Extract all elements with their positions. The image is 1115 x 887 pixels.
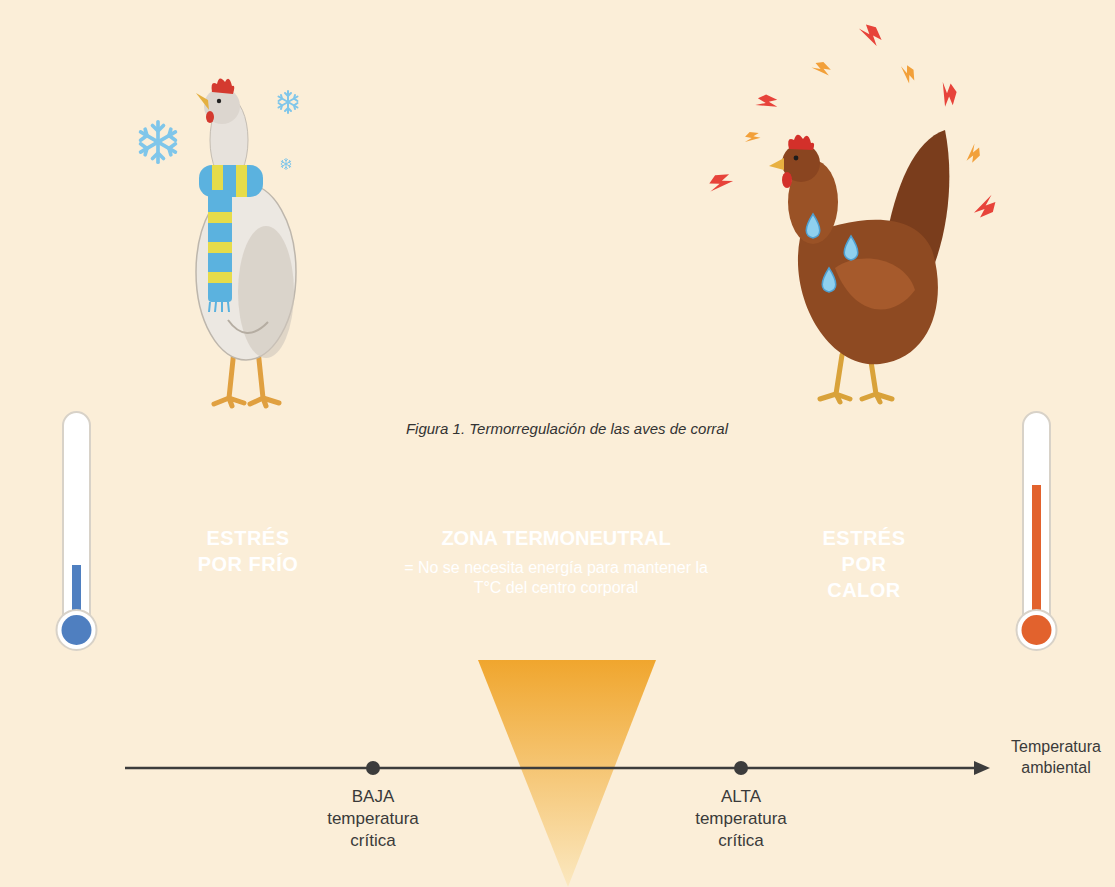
cylinder-top xyxy=(739,359,989,413)
cold-hen xyxy=(196,78,296,406)
stress-label: ESTRÉS POR CALOR xyxy=(809,525,919,603)
snowflake xyxy=(279,91,298,113)
light-swath xyxy=(380,0,720,887)
stress-label: ESTRÉS POR FRÍO xyxy=(193,525,303,577)
axis-title: Temperatura ambiental xyxy=(1004,736,1108,778)
critical-point xyxy=(366,761,380,775)
text-holder: ESTRÉS POR FRÍO xyxy=(193,525,303,577)
cold-thermometer xyxy=(57,412,97,650)
temperature-axis xyxy=(125,761,990,775)
cylinder-side xyxy=(738,386,990,736)
critical-point xyxy=(734,761,748,775)
label-holder: ALTA temperatura crítica xyxy=(691,786,791,852)
label-holder: Temperatura ambiental xyxy=(1004,736,1108,778)
snowflake xyxy=(281,159,291,170)
snowflake xyxy=(141,122,176,162)
band-top xyxy=(372,470,740,506)
zone-heading: ZONA TERMONEUTRAL xyxy=(386,526,726,550)
critical-temperature-label: BAJA temperatura crítica xyxy=(323,786,423,852)
stress-cylinder: ESTRÉS POR FRÍO xyxy=(122,365,374,745)
figure-caption: Figura 1. Termorregulación de las aves d… xyxy=(398,419,736,438)
cylinder-side xyxy=(122,393,374,743)
band-face xyxy=(372,470,740,650)
comfort-band: ZONA TERMONEUTRAL = No se necesita energí… xyxy=(372,470,740,650)
stress-cylinder: ESTRÉS POR CALOR xyxy=(738,358,990,738)
critical-temperature-label: ALTA temperatura crítica xyxy=(691,786,791,852)
caption-holder: Figura 1. Termorregulación de las aves d… xyxy=(398,419,736,438)
text-holder: ZONA TERMONEUTRAL xyxy=(386,526,726,550)
cylinder-top xyxy=(123,366,373,420)
heat-bolts xyxy=(708,22,998,218)
band-edge xyxy=(372,505,740,507)
focus-triangle xyxy=(478,660,656,887)
hot-thermometer xyxy=(1017,412,1057,650)
text-holder: ESTRÉS POR CALOR xyxy=(809,525,919,603)
text-holder: = No se necesita energía para mantener l… xyxy=(401,558,711,598)
hot-hen xyxy=(769,130,949,402)
label-holder: BAJA temperatura crítica xyxy=(323,786,423,852)
zone-description: = No se necesita energía para mantener l… xyxy=(401,558,711,598)
